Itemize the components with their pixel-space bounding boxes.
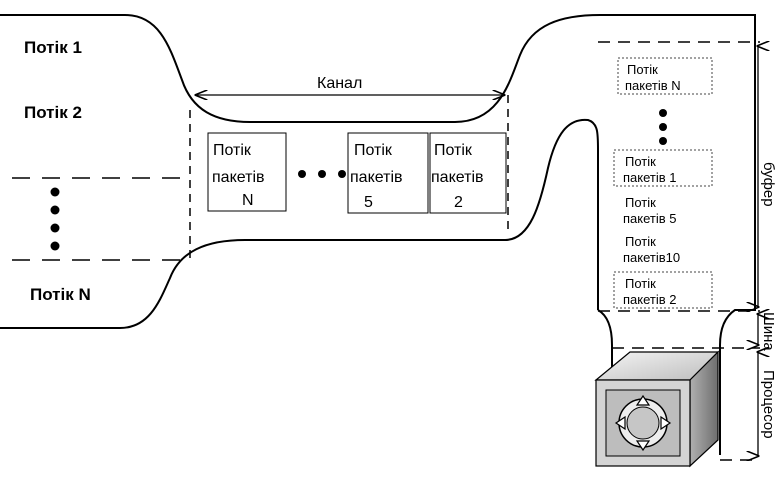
buffer-item-2-line1: Потік	[625, 276, 656, 291]
channel-packet-5-line3: 5	[364, 194, 373, 211]
buffer-item-10-line2: пакетів10	[623, 250, 680, 265]
processor-arrow-bottom	[635, 440, 651, 452]
processor-label: Процесор	[760, 370, 777, 439]
buffer-item-n-line2: пакетів N	[625, 78, 681, 93]
buffer-item-2-line2: пакетів 2	[623, 292, 677, 307]
processor-arrow-top	[635, 394, 651, 406]
channel-packet-5-line2: пакетів	[350, 169, 403, 186]
channel-packet-5: Потік пакетів 5	[347, 132, 429, 214]
channel-packet-n-box	[207, 132, 287, 212]
channel-packet-2-box	[429, 132, 507, 214]
channel-packet-n-line2: пакетів	[212, 169, 265, 186]
buffer-ellipsis	[659, 109, 667, 145]
channel-ellipsis	[298, 170, 346, 178]
buffer-item-1-box	[613, 149, 713, 187]
stream-ellipsis	[50, 187, 60, 251]
channel-packet-2-line1: Потік	[434, 142, 473, 159]
buffer-item-5: Потік пакетів 5	[623, 195, 677, 226]
processor-chip-icon	[594, 350, 720, 468]
buffer-item-5-line1: Потік	[625, 195, 656, 210]
processor-ring-inner	[626, 406, 660, 440]
bus-label: Шина	[760, 312, 777, 351]
buffer-item-n: Потік пакетів N	[617, 57, 713, 95]
channel-top-wall	[0, 14, 756, 123]
buffer-item-10-line1: Потік	[625, 234, 656, 249]
buffer-item-n-box	[617, 57, 713, 95]
buffer-item-1-line2: пакетів 1	[623, 170, 677, 185]
buffer-item-10: Потік пакетів10	[623, 234, 680, 265]
channel-packet-n-line3: N	[242, 192, 254, 209]
channel-packet-2-line2: пакетів	[431, 169, 484, 186]
channel-packet-2: Потік пакетів 2	[429, 132, 507, 214]
channel-outline	[0, 14, 756, 455]
dashed-separators	[12, 41, 760, 461]
channel-packet-2-line3: 2	[454, 194, 463, 211]
channel-packet-5-line1: Потік	[354, 142, 393, 159]
buffer-item-2-box	[613, 271, 713, 309]
channel-right-wall	[719, 40, 756, 455]
channel-packet-n-line1: Потік	[213, 142, 252, 159]
buffer-item-1: Потік пакетів 1	[613, 149, 713, 187]
buffer-item-5-line2: пакетів 5	[623, 211, 677, 226]
stream-1-label: Потік 1	[24, 38, 82, 57]
buffer-item-2: Потік пакетів 2	[613, 271, 713, 309]
stream-2-label: Потік 2	[24, 103, 82, 122]
stream-n-label: Потік N	[30, 285, 91, 304]
channel-packet-5-box	[347, 132, 429, 214]
channel-label: Канал	[317, 75, 362, 92]
buffer-item-1-line1: Потік	[625, 154, 656, 169]
channel-packet-n: Потік пакетів N	[207, 132, 287, 212]
bus-left-wall	[597, 309, 613, 385]
buffer-label: буфер	[760, 162, 777, 207]
buffer-item-n-line1: Потік	[627, 62, 658, 77]
processor-arrow-right	[660, 415, 672, 431]
processor-arrow-left	[614, 415, 626, 431]
channel-bottom-wall	[0, 118, 599, 329]
